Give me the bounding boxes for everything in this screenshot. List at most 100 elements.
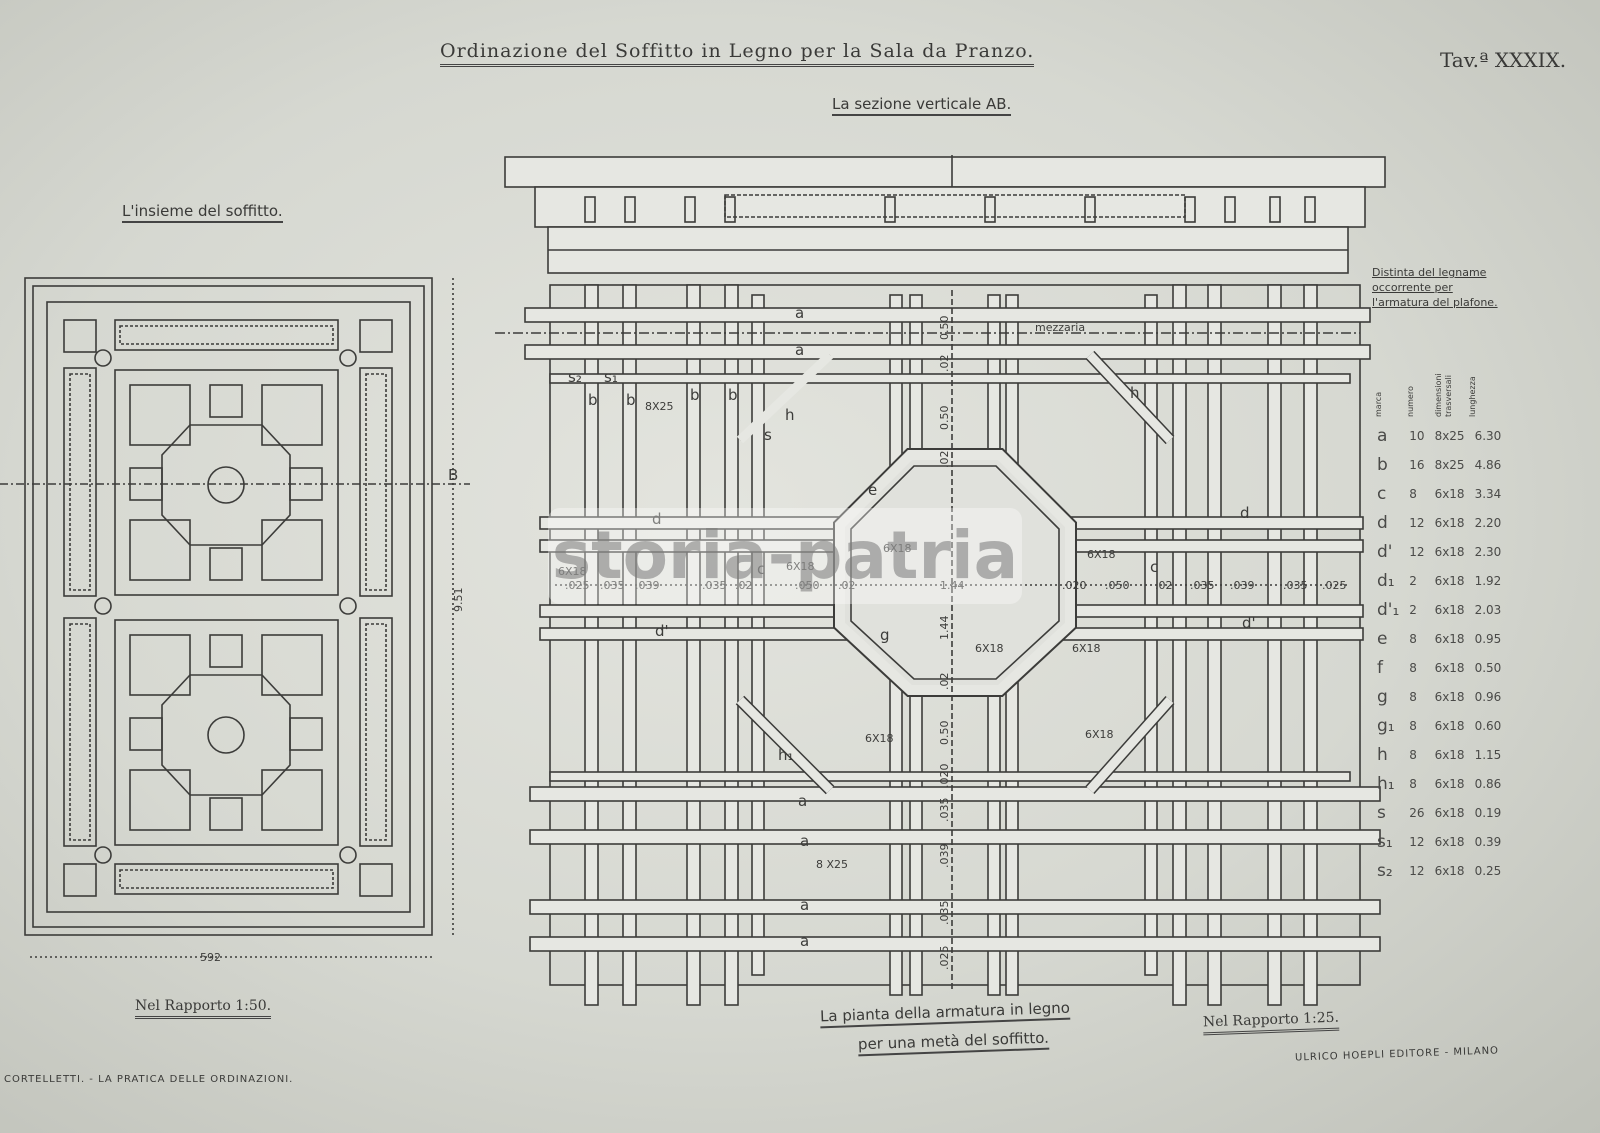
column-header: lunghezza xyxy=(1468,376,1477,417)
table-cell: b xyxy=(1377,454,1388,475)
section-label: 6X18 xyxy=(865,732,894,745)
center-line-label: mezzaria xyxy=(1035,321,1085,334)
beam-label: d' xyxy=(1242,614,1256,632)
dimension-label: 0.50 xyxy=(938,316,951,341)
table-cell: 8 xyxy=(1409,631,1417,646)
dimension-label: .035 xyxy=(938,798,951,823)
table-cell: d₁ xyxy=(1377,570,1395,591)
table-cell: 2 xyxy=(1409,573,1417,588)
table-cell: 0.96 xyxy=(1474,689,1502,704)
ceiling-overview-title: L'insieme del soffitto. xyxy=(122,202,283,223)
dimension-label: 0.50 xyxy=(938,721,951,746)
beam-label: c xyxy=(757,560,765,578)
column-header: dimensioni trasversali xyxy=(1434,373,1453,417)
section-label: 8X25 xyxy=(645,400,674,413)
table-cell: 6x18 xyxy=(1434,805,1465,820)
beam-label: g xyxy=(880,626,890,644)
beam-label: s₁ xyxy=(604,368,618,386)
dimension-label: .035 xyxy=(702,579,727,592)
table-cell: d xyxy=(1377,512,1388,533)
beam-label: b xyxy=(728,386,738,404)
timber-frame-plan: mezzaria xyxy=(495,284,1381,1006)
table-cell: 1.15 xyxy=(1474,747,1502,762)
dimension-label: .039 xyxy=(1230,579,1255,592)
section-mark-b: B xyxy=(448,466,458,484)
beam-label: a xyxy=(800,932,809,950)
beam-label: s xyxy=(764,426,772,444)
dimension-label: .02 xyxy=(938,673,951,691)
table-cell: 16 xyxy=(1409,457,1425,472)
vertical-dimensions: 0.50.020.50.021.44.020.50.020.035.039.03… xyxy=(938,316,951,971)
table-cell: 8 xyxy=(1409,660,1417,675)
beam-label: h xyxy=(1130,384,1140,402)
section-title: La sezione verticale AB. xyxy=(832,95,1012,116)
section-label: 6X18 xyxy=(1087,548,1116,561)
width-dimension: 592 xyxy=(200,951,221,964)
section-label: 6X18 xyxy=(786,560,815,573)
dimension-label: .039 xyxy=(938,844,951,869)
section-label: 6X18 xyxy=(1085,728,1114,741)
dimension-label: .050 xyxy=(1105,579,1130,592)
table-cell: 8x25 xyxy=(1434,428,1465,443)
table-cell: 6x18 xyxy=(1434,747,1465,762)
table-cell: 6x18 xyxy=(1434,602,1465,617)
beam-label: d xyxy=(1240,504,1250,522)
overview-scale: Nel Rapporto 1:50. xyxy=(135,998,272,1019)
table-cell: 3.34 xyxy=(1474,486,1502,501)
table-cell: 0.60 xyxy=(1474,718,1502,733)
table-cell: 6x18 xyxy=(1434,776,1465,791)
table-cell: f xyxy=(1377,657,1383,678)
vertical-section-drawing xyxy=(504,155,1386,274)
table-cell: s₂ xyxy=(1377,860,1393,881)
table-cell: 4.86 xyxy=(1474,457,1502,472)
table-cell: g₁ xyxy=(1377,715,1395,736)
book-reference: CORTELLETTI. - LA PRATICA DELLE ORDINAZI… xyxy=(4,1074,294,1085)
table-cell: 2.20 xyxy=(1474,515,1502,530)
column-header: marca xyxy=(1374,391,1383,417)
table-cell: 1.92 xyxy=(1474,573,1502,588)
dimension-label: 0.50 xyxy=(938,406,951,431)
dimension-label: 1.44 xyxy=(938,616,951,641)
table-cell: 6x18 xyxy=(1434,573,1465,588)
dimension-label: .02 xyxy=(938,355,951,373)
table-cell: g xyxy=(1377,686,1388,707)
column-header: numero xyxy=(1406,386,1415,417)
dimension-label: .035 xyxy=(1190,579,1215,592)
beam-label: b xyxy=(588,391,598,409)
table-cell: 0.19 xyxy=(1474,805,1502,820)
table-cell: 0.86 xyxy=(1474,776,1502,791)
table-column-headers: marca numero dimensioni trasversali lung… xyxy=(1372,327,1512,419)
dimension-label: .02 xyxy=(1155,579,1173,592)
table-cell: 26 xyxy=(1409,805,1425,820)
ceiling-overview-drawing: 592 9.51 B xyxy=(0,277,470,964)
beam-label: b xyxy=(626,391,636,409)
section-label: 6X18 xyxy=(883,542,912,555)
table-row: d₁ 2 6x18 1.92 xyxy=(1372,566,1506,595)
beam-label: e xyxy=(868,481,877,499)
dimension-label: .025 xyxy=(1322,579,1347,592)
dimension-label: .035 xyxy=(938,901,951,926)
table-cell: a xyxy=(1377,425,1388,446)
table-cell: 8 xyxy=(1409,718,1417,733)
dimension-label: .035 xyxy=(1283,579,1308,592)
table-cell: 8 xyxy=(1409,689,1417,704)
table-cell: 0.50 xyxy=(1474,660,1502,675)
table-cell: 6x18 xyxy=(1434,631,1465,646)
dimension-label: .025 xyxy=(565,579,590,592)
table-cell: 6x18 xyxy=(1434,660,1465,675)
dimension-label: .02 xyxy=(838,579,856,592)
table-cell: 12 xyxy=(1409,544,1425,559)
table-cell: 6x18 xyxy=(1434,544,1465,559)
table-cell: e xyxy=(1377,628,1388,649)
table-cell: 2.30 xyxy=(1474,544,1502,559)
